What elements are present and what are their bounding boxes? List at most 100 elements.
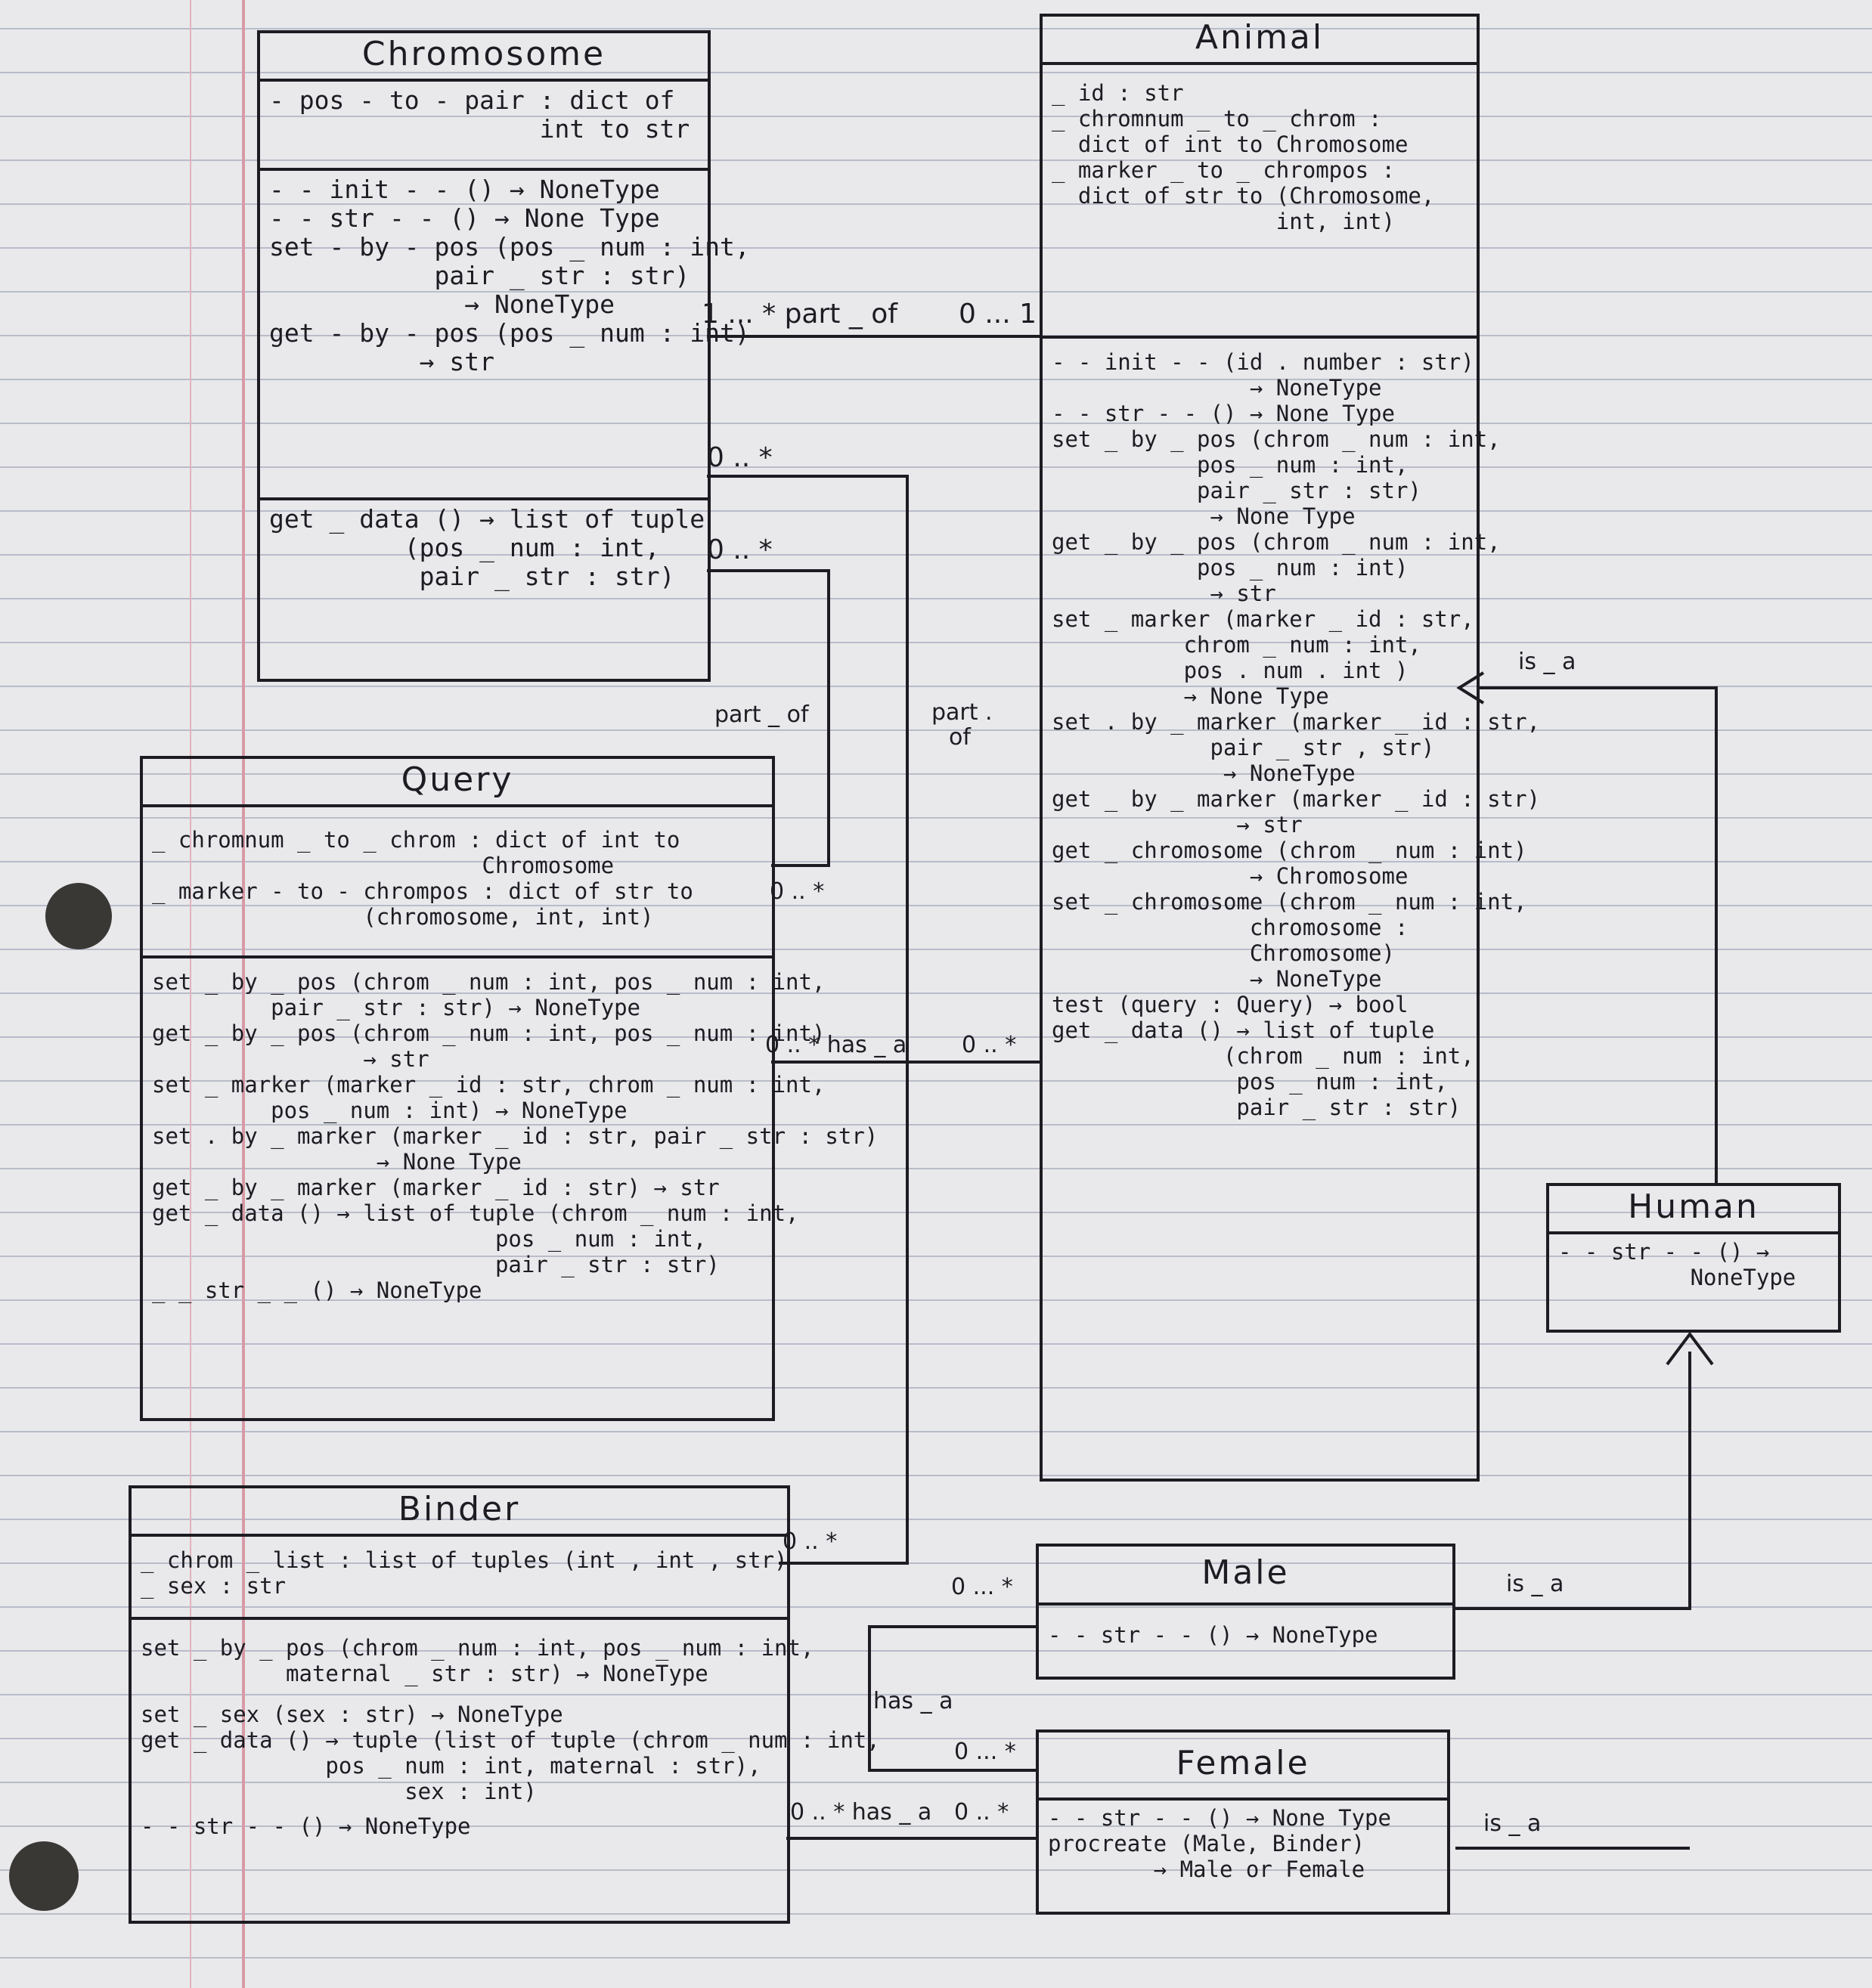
multiplicity-label: 0 .. * (962, 1032, 1017, 1058)
methods-section: - - str - - () → NoneType (1039, 1606, 1452, 1652)
attribute: int to str (269, 114, 690, 144)
method: sex : int) (141, 1779, 537, 1804)
method: → None Type (1052, 683, 1329, 709)
method: set _ by _ pos (chrom _ num : int, pos _… (152, 969, 826, 995)
method: pair _ str : str) (269, 562, 675, 591)
class-animal: Animal _ id : str _ chromnum _ to _ chro… (1040, 14, 1541, 1482)
method: → str (269, 347, 495, 376)
method: get _ data () → list of tuple (1052, 1017, 1435, 1043)
method: set - by - pos (pos _ num : int, (269, 232, 750, 262)
relation-label: has _ a (873, 1688, 953, 1714)
method: set _ by _ pos (chrom _ num : int, pos _… (141, 1635, 814, 1661)
methods-section: - - init - - (id . number : str) → NoneT… (1043, 339, 1541, 1125)
method: chrom _ num : int, (1052, 632, 1421, 658)
method: pos _ num : int) (1052, 555, 1409, 581)
methods-section: - - str - - () → None Type procreate (Ma… (1039, 1801, 1447, 1887)
method: get _ by _ marker (marker _ id : str) → … (152, 1175, 720, 1200)
method: pair _ str : str) (152, 1252, 720, 1277)
class-name: Female (1039, 1733, 1447, 1801)
multiplicity-label: 0 .. * (783, 1528, 838, 1555)
method: → Chromosome (1052, 863, 1409, 889)
class-query: Query _ chromnum _ to _ chrom : dict of … (140, 756, 878, 1421)
method: - - str - - () → (1558, 1239, 1770, 1265)
connectors (707, 335, 1718, 1850)
method: pos _ num : int, (1052, 1069, 1448, 1095)
attribute: _ marker - to - chrompos : dict of str t… (152, 878, 693, 904)
method: NoneType (1558, 1265, 1796, 1290)
arrowhead-animal (1456, 671, 1485, 704)
methods-section: - - str - - () → NoneType (1549, 1234, 1838, 1295)
methods-section: set _ by _ pos (chrom _ num : int, pos _… (143, 958, 878, 1308)
method: set . by _ marker (marker _ id : str, (1052, 709, 1541, 735)
method: set _ sex (sex : str) → NoneType (141, 1702, 563, 1727)
attributes-section: - pos - to - pair : dict of int to str (260, 82, 708, 171)
relation-label: is _ a (1506, 1571, 1564, 1597)
method: Chromosome) (1052, 940, 1395, 966)
binder-hole-bottom (9, 1841, 79, 1911)
method: pos _ num : int) → NoneType (152, 1098, 628, 1123)
relation-label: 0 .. * has _ a (790, 1799, 932, 1825)
methods-section-2: get _ data () → list of tuple (pos _ num… (260, 500, 708, 596)
attributes-section: _ id : str _ chromnum _ to _ chrom : dic… (1043, 65, 1477, 339)
binder-hole-top (45, 883, 112, 949)
class-human: Human - - str - - () → NoneType (1546, 1183, 1841, 1333)
method: get _ data () → list of tuple (269, 504, 705, 534)
relation-label: part _ of (714, 701, 809, 728)
method: pair _ str , str) (1052, 735, 1435, 760)
method: - - str - - () → None Type (1048, 1805, 1391, 1831)
method: pos _ num : int, (152, 1226, 707, 1252)
method: → NoneType (1052, 760, 1356, 786)
method: get - by - pos (pos _ num : int) (269, 318, 750, 348)
method: maternal _ str : str) → NoneType (141, 1661, 708, 1686)
class-chromosome: Chromosome - pos - to - pair : dict of i… (257, 30, 750, 682)
class-name: Animal (1043, 17, 1477, 65)
multiplicity-label: 0 ... * (954, 1739, 1016, 1765)
method: get _ chromosome (chrom _ num : int) (1052, 838, 1527, 863)
attribute: dict of str to (Chromosome, (1052, 183, 1435, 209)
relation-label: part . (931, 699, 993, 726)
arrowhead-human (1666, 1331, 1714, 1366)
class-name: Male (1039, 1547, 1452, 1606)
attribute: int, int) (1052, 209, 1395, 234)
methods-section: set _ by _ pos (chrom _ num : int, pos _… (132, 1620, 880, 1844)
method: pos _ num : int, maternal : str), (141, 1753, 761, 1779)
method: → NoneType (269, 290, 615, 319)
method: → str (152, 1046, 429, 1072)
attribute: Chromosome (152, 853, 615, 878)
attribute: (chromosome, int, int) (152, 904, 654, 930)
method: - - init - - (id . number : str) (1052, 349, 1474, 375)
class-name: Human (1549, 1186, 1838, 1234)
relation-label: is _ a (1518, 649, 1576, 675)
method: set _ marker (marker _ id : str, chrom _… (152, 1072, 826, 1098)
attribute: _ chrom _ list : list of tuples (int , i… (141, 1547, 788, 1573)
method: pair _ str : str) (1052, 1095, 1461, 1120)
method: set _ by _ pos (chrom _ num : int, (1052, 426, 1501, 452)
method: → str (1052, 812, 1303, 838)
method: → Male or Female (1048, 1856, 1365, 1882)
multiplicity-label: 0 ... 1 (959, 299, 1037, 330)
attributes-section: _ chrom _ list : list of tuples (int , i… (132, 1537, 788, 1620)
class-binder: Binder _ chrom _ list : list of tuples (… (129, 1485, 880, 1924)
method: → NoneType (1052, 375, 1382, 401)
method: set _ marker (marker _ id : str, (1052, 606, 1474, 632)
method: pair _ str : str) (269, 261, 690, 290)
attribute: - pos - to - pair : dict of (269, 85, 675, 115)
attribute: _ id : str (1052, 80, 1184, 106)
attribute: _ marker _ to _ chrompos : (1052, 157, 1395, 183)
method: _ _ str _ _ () → NoneType (152, 1277, 482, 1303)
class-name: Binder (132, 1488, 787, 1537)
methods-section: - - init - - () → NoneType - - str - - (… (260, 171, 750, 500)
connector-chrom-query (707, 569, 830, 867)
class-name: Chromosome (260, 33, 708, 82)
method: get _ by _ pos (chrom _ num : int, pos _… (152, 1020, 826, 1046)
class-name: Query (143, 759, 772, 807)
relation-label: 0 .. * has _ a (765, 1032, 907, 1058)
method: pos . num . int ) (1052, 658, 1409, 683)
class-female: Female - - str - - () → None Type procre… (1036, 1729, 1450, 1915)
relation-label: of (949, 724, 971, 751)
multiplicity-label: 1 ... * part _ of (702, 299, 897, 330)
method: - - init - - () → NoneType (269, 175, 660, 204)
attribute: _ sex : str (141, 1573, 287, 1599)
method: get _ data () → list of tuple (chrom _ n… (152, 1200, 799, 1226)
attribute: _ chromnum _ to _ chrom : (1052, 106, 1382, 132)
